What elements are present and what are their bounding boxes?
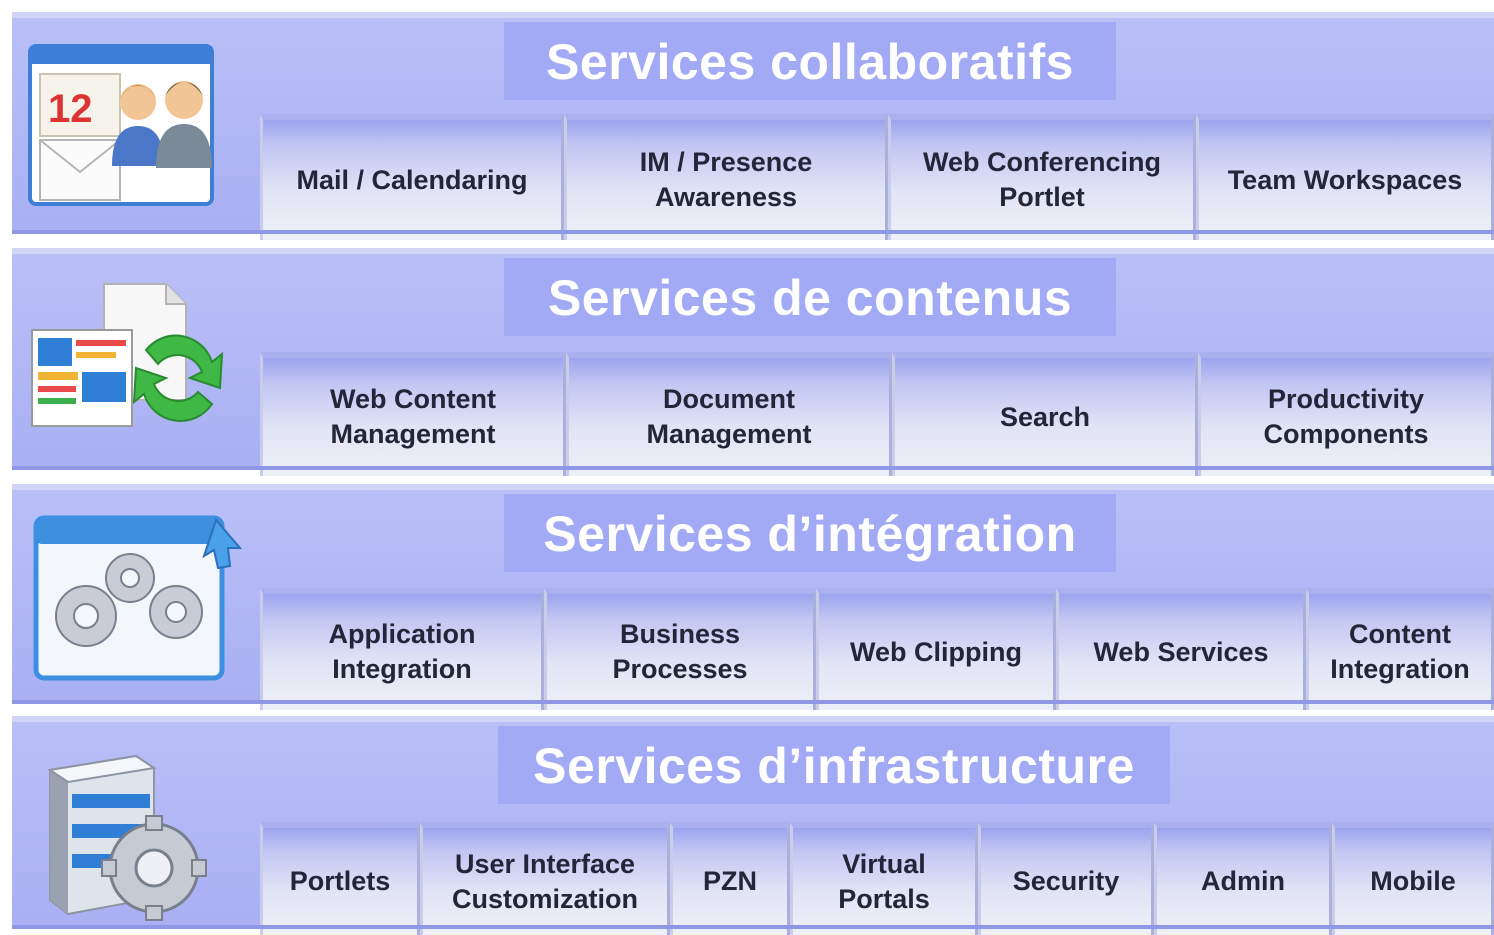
tile-portlets: Portlets <box>260 822 420 935</box>
band-integration-services: Services d’intégration Application Integ… <box>12 484 1494 710</box>
calendar-people-icon: 12 <box>26 40 246 210</box>
tile-web-conferencing-portlet: Web Conferencing Portlet <box>888 114 1196 240</box>
tile-web-services: Web Services <box>1056 588 1306 710</box>
tile-label: Virtual Portals <box>838 848 930 914</box>
tile-row: Application Integration Business Process… <box>260 588 1494 710</box>
tile-content-integration: Content Integration <box>1306 588 1494 710</box>
tile-productivity-components: Productivity Components <box>1198 352 1494 476</box>
server-gear-icon <box>26 750 246 930</box>
svg-text:12: 12 <box>48 87 93 131</box>
band-infrastructure-services: Services d’infrastructure Portlets User … <box>12 716 1494 935</box>
tile-label: Web Clipping <box>850 636 1022 667</box>
tile-label: PZN <box>703 866 757 896</box>
tile-label: Portlets <box>289 866 391 896</box>
tile-web-content-management: Web Content Management <box>260 352 566 476</box>
band-title: Services d’intégration <box>504 494 1116 572</box>
tile-im-presence-awareness: IM / Presence Awareness <box>564 114 888 240</box>
tile-label: Team Workspaces <box>1227 164 1463 195</box>
tile-label: User Interface Customization <box>452 848 638 914</box>
tile-admin: Admin <box>1154 822 1332 935</box>
tile-label: Web Content Management <box>330 384 496 449</box>
tile-user-interface-customization: User Interface Customization <box>420 822 670 935</box>
band-collaboration-services: Services collaboratifs 12 Mail / Calenda… <box>12 12 1494 240</box>
tile-mobile: Mobile <box>1332 822 1494 935</box>
tile-mail-calendaring: Mail / Calendaring <box>260 114 564 240</box>
tile-application-integration: Application Integration <box>260 588 544 710</box>
band-content-services: Services de contenus Web Content Managem… <box>12 248 1494 476</box>
window-gears-icon <box>26 512 246 682</box>
band-title: Services collaboratifs <box>504 22 1116 100</box>
tile-business-processes: Business Processes <box>544 588 816 710</box>
tile-label: Web Services <box>1093 636 1269 667</box>
tile-document-management: Document Management <box>566 352 892 476</box>
band-title: Services d’infrastructure <box>498 726 1170 804</box>
tile-team-workspaces: Team Workspaces <box>1196 114 1494 240</box>
tile-row: Web Content Management Document Manageme… <box>260 352 1494 476</box>
tile-security: Security <box>978 822 1154 935</box>
tile-label: Application Integration <box>328 619 476 684</box>
tile-label: Business Processes <box>612 619 748 684</box>
tile-label: Document Management <box>646 384 812 449</box>
tile-label: Web Conferencing Portlet <box>922 147 1162 212</box>
tile-pzn: PZN <box>670 822 790 935</box>
tile-label: IM / Presence Awareness <box>639 147 813 212</box>
tile-label: Admin <box>1201 866 1285 896</box>
tile-label: Content Integration <box>1330 619 1470 684</box>
tile-label: Mobile <box>1370 866 1456 896</box>
band-title: Services de contenus <box>504 258 1116 336</box>
tile-label: Mail / Calendaring <box>296 164 528 195</box>
tile-virtual-portals: Virtual Portals <box>790 822 978 935</box>
tile-row: Mail / Calendaring IM / Presence Awarene… <box>260 114 1494 240</box>
tile-label: Productivity Components <box>1263 384 1429 449</box>
document-sync-icon <box>26 280 246 450</box>
tile-web-clipping: Web Clipping <box>816 588 1056 710</box>
tile-label: Security <box>1012 866 1120 896</box>
tile-label: Search <box>999 401 1091 432</box>
tile-row: Portlets User Interface Customization PZ… <box>260 822 1494 935</box>
tile-search: Search <box>892 352 1198 476</box>
